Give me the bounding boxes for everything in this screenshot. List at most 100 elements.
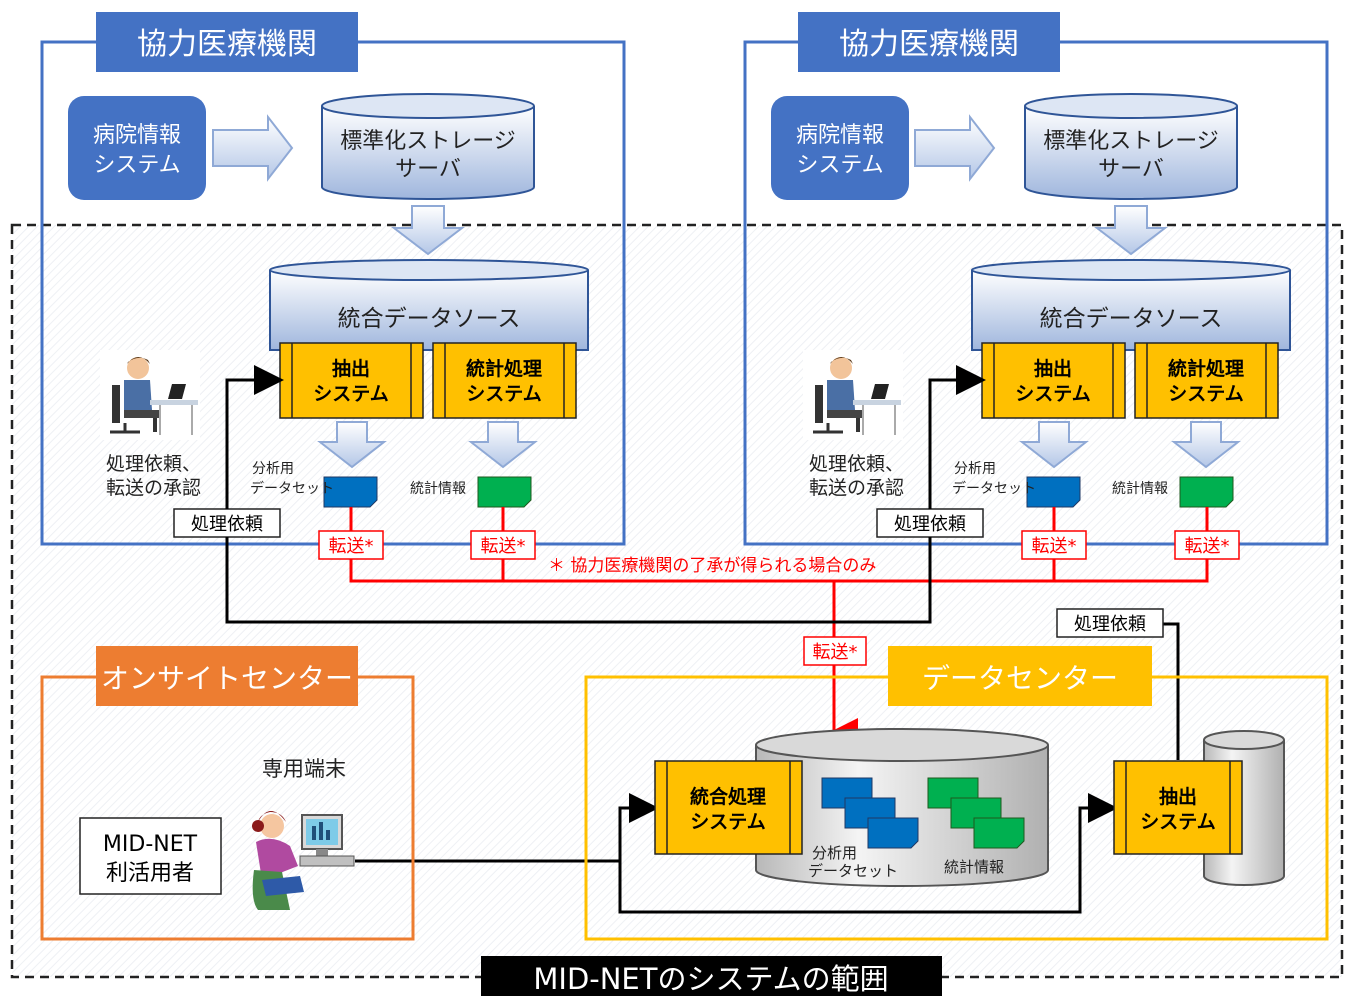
extract-system-box bbox=[981, 342, 1126, 419]
source-cylinder-top bbox=[971, 259, 1291, 281]
stat-stack-icon bbox=[927, 777, 1025, 849]
hospital-title-box bbox=[798, 12, 1060, 72]
datacenter-title-box bbox=[888, 646, 1152, 706]
transfer-lines bbox=[349, 507, 1209, 748]
dataset-label-line1: 分析用 bbox=[252, 461, 294, 477]
integrated-label-line1: 統合処理 bbox=[690, 785, 766, 808]
arrow-right-icon bbox=[212, 114, 294, 182]
dc-statinfo-label: 統計情報 bbox=[944, 858, 1004, 876]
dc-storage-cylinder-top bbox=[755, 728, 1049, 762]
consent-note: ＊ 協力医療機関の了承が得られる場合のみ bbox=[548, 556, 876, 576]
storage-label-line1: 標準化ストレージ bbox=[340, 129, 516, 154]
onsite-title-box bbox=[96, 646, 358, 706]
hospital-right: 協力医療機関 病院情報 システム 標準化ストレージ サーバ 統合データソース 抽… bbox=[743, 12, 1329, 560]
data-center: データセンター 統合処理 システム 分析用 データセット 統計情報 bbox=[584, 646, 1329, 941]
dataset-doc-icon bbox=[1026, 476, 1081, 508]
stat-doc-icon bbox=[1179, 476, 1234, 508]
center-transfer-label-box bbox=[803, 636, 867, 666]
arrow-right-icon bbox=[914, 114, 996, 182]
storage-cylinder-top bbox=[321, 93, 535, 119]
transfer-label: 転送* bbox=[1032, 536, 1077, 557]
person-label-line2: 転送の承認 bbox=[809, 477, 904, 499]
person-label-line1: 処理依頼、 bbox=[809, 453, 904, 475]
arrow-down-icon bbox=[317, 421, 387, 469]
extract-label-line2: システム bbox=[313, 383, 388, 405]
terminal-label: 専用端末 bbox=[262, 757, 346, 781]
dc-dataset-label-line2: データセット bbox=[808, 862, 898, 880]
source-cylinder bbox=[269, 270, 589, 351]
dataset-label-line2: データセット bbox=[250, 480, 334, 497]
his-label-line2: システム bbox=[796, 153, 883, 178]
person-at-desk-icon bbox=[803, 350, 903, 440]
his-label-line2: システム bbox=[93, 153, 180, 178]
request-label: 処理依頼 bbox=[894, 514, 966, 535]
source-cylinder-top bbox=[269, 259, 589, 281]
user-box bbox=[79, 817, 222, 895]
integrated-system-box bbox=[654, 760, 803, 855]
extract-label-line2: システム bbox=[1015, 383, 1090, 405]
arrow-down-icon bbox=[1094, 205, 1168, 256]
source-cylinder bbox=[971, 270, 1291, 351]
user-label-line2: 利活用者 bbox=[106, 861, 194, 886]
onsite-center: オンサイトセンター 専用端末 MID-NET 利活用者 bbox=[40, 646, 415, 941]
stats-label-line1: 統計処理 bbox=[466, 357, 542, 380]
storage-cylinder bbox=[321, 106, 535, 200]
hospital-title: 協力医療機関 bbox=[137, 27, 317, 62]
center-transfer-label: 転送* bbox=[813, 642, 858, 663]
source-label: 統合データソース bbox=[1040, 306, 1223, 332]
request-lines bbox=[225, 365, 1180, 914]
storage-cylinder-top bbox=[1024, 93, 1238, 119]
transfer-label: 転送* bbox=[329, 536, 374, 557]
scope-label: MID-NETのシステムの範囲 bbox=[533, 962, 888, 996]
extract-system-box bbox=[279, 342, 424, 419]
his-label-line1: 病院情報 bbox=[93, 123, 181, 148]
user-label-line1: MID-NET bbox=[103, 832, 198, 857]
storage-label-line2: サーバ bbox=[395, 157, 461, 182]
dc-extract-label-line2: システム bbox=[1140, 811, 1215, 833]
person-at-desk-icon bbox=[100, 350, 200, 440]
transfer-label: 転送* bbox=[481, 536, 526, 557]
dataset-label-line2: データセット bbox=[952, 480, 1036, 497]
stats-system-box bbox=[432, 342, 577, 419]
integrated-label-line2: システム bbox=[690, 811, 765, 833]
hospital-title-box bbox=[96, 12, 358, 72]
source-label: 統合データソース bbox=[338, 306, 521, 332]
transfer-label-box bbox=[318, 530, 384, 560]
scope-label-box bbox=[481, 956, 942, 996]
dc-extract-system-box bbox=[1113, 760, 1243, 855]
request-label-box bbox=[173, 508, 281, 538]
user-at-computer-icon bbox=[252, 811, 355, 910]
stats-label-line2: システム bbox=[1168, 383, 1243, 405]
storage-label-line1: 標準化ストレージ bbox=[1043, 129, 1219, 154]
his-box bbox=[68, 96, 206, 200]
stat-doc-icon bbox=[477, 476, 532, 508]
dataset-stack-icon bbox=[821, 777, 919, 849]
statinfo-label: 統計情報 bbox=[410, 481, 466, 497]
storage-label-line2: サーバ bbox=[1098, 157, 1164, 182]
onsite-title: オンサイトセンター bbox=[101, 662, 353, 695]
statinfo-label: 統計情報 bbox=[1112, 481, 1168, 497]
dc-request-label-box bbox=[1056, 608, 1164, 638]
datacenter-title: データセンター bbox=[922, 662, 1118, 695]
dc-dataset-label-line1: 分析用 bbox=[812, 844, 857, 862]
dataset-doc-icon bbox=[323, 476, 378, 508]
dc-small-cylinder-top bbox=[1203, 730, 1285, 750]
storage-cylinder bbox=[1024, 106, 1238, 200]
hospital-left: 協力医療機関 病院情報 システム 標準化ストレージ サーバ 統合データソース 抽… bbox=[40, 12, 626, 560]
stats-system-box bbox=[1134, 342, 1279, 419]
dc-request-label: 処理依頼 bbox=[1074, 614, 1146, 635]
dataset-label-line1: 分析用 bbox=[954, 461, 996, 477]
person-label-line1: 処理依頼、 bbox=[106, 453, 201, 475]
his-label-line1: 病院情報 bbox=[796, 123, 884, 148]
hospital-title: 協力医療機関 bbox=[839, 27, 1019, 62]
arrow-down-icon bbox=[1019, 421, 1089, 469]
transfer-label: 転送* bbox=[1185, 536, 1230, 557]
arrow-down-icon bbox=[1171, 421, 1241, 469]
his-box bbox=[771, 96, 909, 200]
extract-label-line1: 抽出 bbox=[332, 357, 370, 380]
stats-label-line1: 統計処理 bbox=[1168, 357, 1244, 380]
person-label-line2: 転送の承認 bbox=[106, 477, 201, 499]
request-label-box bbox=[876, 508, 984, 538]
stats-label-line2: システム bbox=[466, 383, 541, 405]
